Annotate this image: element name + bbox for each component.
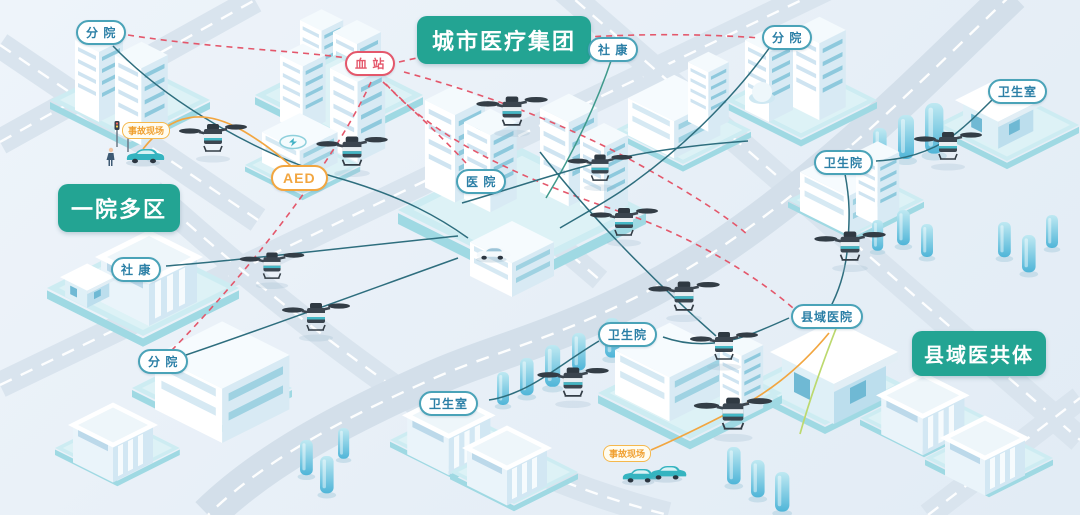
drone-icon	[177, 122, 249, 164]
label-hospital: 医 院	[456, 169, 507, 194]
buildings	[47, 9, 1079, 515]
label-blood-station: 血 站	[345, 51, 396, 76]
building	[398, 85, 646, 297]
green-route	[799, 325, 838, 435]
label-clinic-bottom: 卫生室	[419, 391, 479, 416]
tree	[995, 215, 1061, 278]
label-health-center-right: 卫生院	[814, 150, 874, 175]
label-branch-hospital-bottom-left: 分 院	[138, 349, 189, 374]
building	[725, 16, 877, 147]
label-community-health-top-right: 社 康	[588, 37, 639, 62]
road-highway	[195, 0, 1025, 515]
red-dashed-link	[127, 34, 348, 59]
car-icon	[650, 465, 687, 483]
label-branch-hospital-top-left: 分 院	[76, 20, 127, 45]
badge-one-hospital-multi-campus: 一院多区	[58, 184, 181, 232]
red-dashed-link	[403, 71, 749, 236]
red-dashed-link	[382, 81, 467, 164]
red-dashed-link	[171, 81, 372, 351]
teal-link	[545, 57, 613, 199]
teal-link	[559, 46, 771, 229]
badge-county-medical-community: 县域医共体	[912, 331, 1046, 376]
label-health-center-bottom: 卫生院	[598, 322, 658, 347]
teal-link	[488, 340, 600, 401]
label-county-hospital: 县域医院	[791, 304, 864, 329]
title-city-medical-group: 城市医疗集团	[417, 16, 592, 64]
label-aed: AED	[271, 165, 328, 191]
red-dashed-link	[385, 83, 794, 309]
aed-pad-icon	[279, 134, 307, 150]
label-clinic-top-right: 卫生室	[988, 79, 1048, 104]
person-icon	[106, 147, 115, 166]
label-community-health-left: 社 康	[111, 257, 162, 282]
label-branch-hospital-top-right: 分 院	[762, 25, 813, 50]
label-accident-scene-top-left: 事故现场	[122, 122, 171, 139]
label-accident-scene-bottom: 事故现场	[603, 445, 652, 462]
tree	[724, 447, 793, 515]
building	[55, 402, 180, 487]
